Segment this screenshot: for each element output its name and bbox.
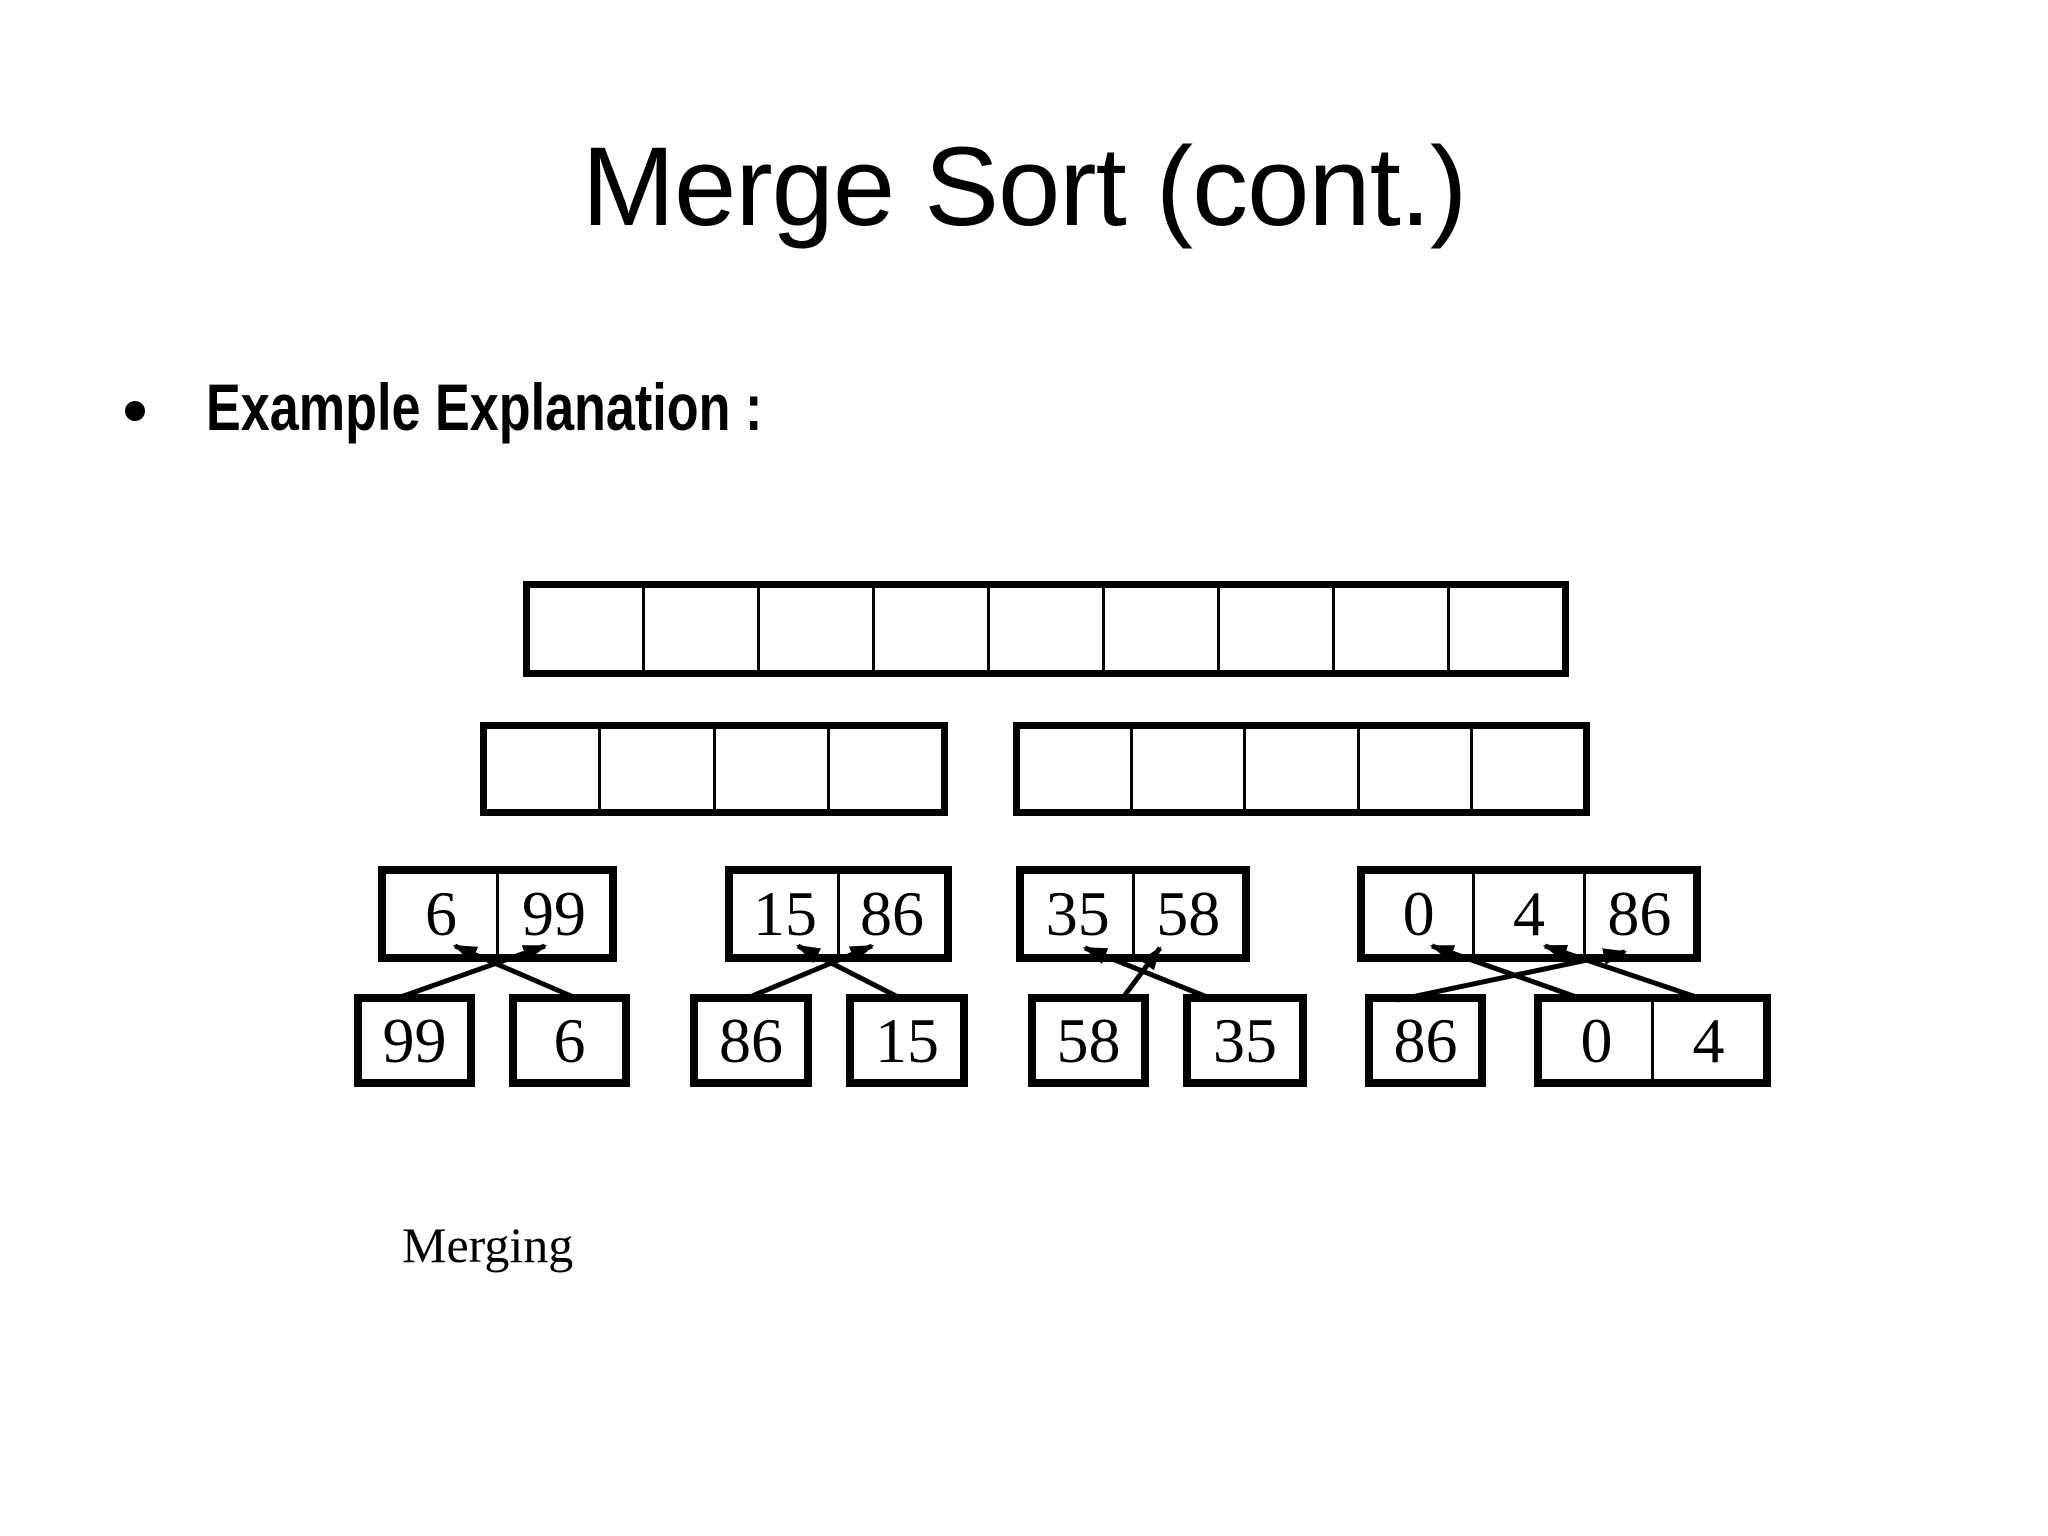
split-box-4: 15 <box>846 994 968 1087</box>
array-cell <box>1447 588 1562 670</box>
array-cell <box>712 729 827 809</box>
array-cell: 15 <box>753 878 817 949</box>
left-half-array-empty <box>480 722 948 816</box>
right-half-array-empty <box>1013 722 1590 816</box>
array-cell: 86 <box>719 1004 783 1076</box>
array-cell <box>826 729 941 809</box>
array-cell <box>1469 729 1583 809</box>
bullet-icon <box>125 401 145 421</box>
array-cell: 6 <box>553 1004 586 1076</box>
array-cell <box>757 588 872 670</box>
top-array-empty <box>523 581 1569 677</box>
slide-title: Merge Sort (cont.) <box>581 124 1468 249</box>
split-box-5: 58 <box>1028 994 1149 1087</box>
array-cell <box>1356 729 1470 809</box>
array-cell <box>1217 588 1332 670</box>
split-box-2: 6 <box>509 994 630 1087</box>
array-cell <box>1130 729 1243 809</box>
split-box-8: 0 4 <box>1534 994 1771 1087</box>
array-cell: 86 <box>837 874 944 954</box>
split-box-3: 86 <box>690 994 812 1087</box>
array-cell: 15 <box>875 1004 939 1076</box>
array-cell: 58 <box>1131 874 1243 954</box>
array-cell: 86 <box>1582 874 1693 954</box>
array-cell: 4 <box>1651 1002 1763 1079</box>
array-cell <box>987 588 1102 670</box>
array-cell: 99 <box>382 1004 447 1076</box>
array-cell: 0 <box>1580 1004 1613 1076</box>
merged-array-1: 6 99 <box>378 866 617 962</box>
bullet-text: Example Explanation : <box>206 370 763 444</box>
split-box-7: 86 <box>1365 994 1486 1087</box>
merging-caption: Merging <box>402 1217 574 1273</box>
array-cell: 35 <box>1045 878 1110 949</box>
array-cell: 4 <box>1472 874 1582 954</box>
array-cell <box>1102 588 1217 670</box>
bullet-item: Example Explanation : <box>125 374 910 440</box>
array-cell <box>1243 729 1356 809</box>
array-cell: 99 <box>496 874 609 954</box>
merged-array-3: 35 58 <box>1016 866 1250 962</box>
array-cell <box>487 729 598 809</box>
split-box-1: 99 <box>354 994 475 1087</box>
merged-array-4: 0 4 86 <box>1357 866 1701 962</box>
array-cell <box>872 588 987 670</box>
split-box-6: 35 <box>1183 994 1307 1087</box>
array-cell <box>598 729 712 809</box>
array-cell <box>642 588 757 670</box>
array-cell: 35 <box>1213 1004 1277 1076</box>
array-cell: 6 <box>425 878 457 949</box>
array-cell <box>1020 729 1130 809</box>
array-cell: 86 <box>1393 1004 1458 1076</box>
array-cell <box>1332 588 1447 670</box>
merged-array-2: 15 86 <box>725 866 952 962</box>
array-cell: 58 <box>1056 1004 1121 1076</box>
array-cell <box>530 588 642 670</box>
array-cell: 0 <box>1402 878 1435 949</box>
